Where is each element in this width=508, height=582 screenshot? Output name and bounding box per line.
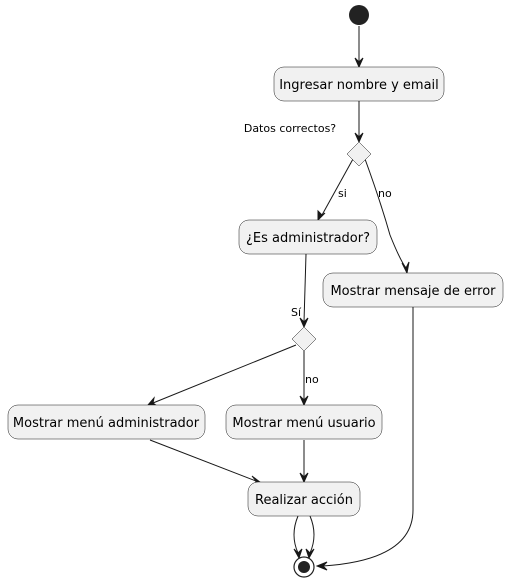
edge-realizar-to-end-right [309,515,315,554]
arrowhead [299,395,309,407]
arrowhead [401,261,410,275]
arrowhead [317,209,326,222]
end-node-inner [298,561,310,573]
edge-decision-to-menu-admin [152,344,297,404]
action-realizar [247,481,361,517]
action-ingresar-label: Ingresar nombre y email [279,78,439,93]
action-menu-usuario-label: Mostrar menú usuario [232,416,375,431]
action-realizar-label: Realizar acción [255,493,353,508]
arrowhead [354,57,364,69]
start-node [349,5,369,25]
action-menu-usuario [225,404,383,440]
action-es-admin-label: ¿Es administrador? [246,231,370,246]
guard-si: si [338,187,347,200]
arrowhead [354,132,364,144]
decision-es-admin [291,326,317,352]
decision-datos-correctos [346,141,372,167]
arrowhead [299,317,309,329]
arrowhead [299,472,309,484]
edge-realizar-to-end-left [293,515,299,554]
edge-menu-admin-to-realizar [149,439,257,482]
decision-es-admin-label: Sí [291,306,302,319]
action-es-admin [238,219,378,255]
action-error-label: Mostrar mensaje de error [330,284,496,299]
edge-decision-to-error [364,158,407,269]
edge-decision-to-es-admin [321,158,354,216]
action-error [322,272,504,308]
decision-datos-correctos-label: Datos correctos? [244,122,336,135]
arrowhead [315,561,328,571]
arrowhead [293,548,303,560]
edge-error-to-end [322,307,414,567]
arrowhead [305,548,315,560]
action-menu-admin-label: Mostrar menú administrador [13,416,200,431]
guard-no-usuario: no [305,373,319,386]
action-ingresar [273,66,445,102]
action-menu-admin [7,404,206,440]
guard-no-error: no [378,187,392,200]
edge-es-admin-to-decision [303,253,307,323]
